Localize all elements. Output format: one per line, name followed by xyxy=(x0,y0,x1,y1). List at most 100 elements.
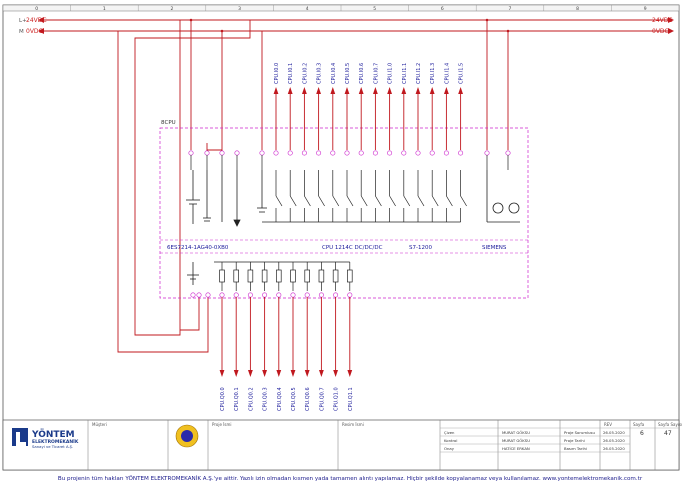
input-arrow xyxy=(302,87,307,94)
title-block-date: 26.05.2020 xyxy=(603,446,625,451)
title-block: YÖNTEM ELEKTROMEKANİK Sanayi ve Ticaret … xyxy=(2,419,682,471)
plc-order-number: 6ES7214-1AG40-0XB0 xyxy=(167,245,229,251)
output-terminal xyxy=(347,292,353,298)
input-terminal xyxy=(401,150,407,156)
output-relay-coil xyxy=(276,269,282,283)
grid-column-label: 4 xyxy=(306,6,309,12)
input-arrow xyxy=(316,87,321,94)
output-relay-coil xyxy=(304,269,310,283)
output-supply-terminal xyxy=(196,292,202,298)
input-arrow xyxy=(273,87,279,94)
grid-column-label: 9 xyxy=(644,6,647,12)
title-block-label: Çizen xyxy=(444,430,455,435)
input-arrow xyxy=(330,87,336,94)
input-contact xyxy=(275,195,283,207)
title-block-date: 26.05.2020 xyxy=(603,438,625,443)
rail-label-0vdc-right: 0VDC xyxy=(652,28,669,35)
analog-terminal xyxy=(484,150,490,156)
output-label: CPU.Q0.4 xyxy=(277,387,283,411)
grid-column-label: 8 xyxy=(576,6,579,12)
rev-column: REV xyxy=(604,422,612,427)
input-terminal xyxy=(387,150,393,156)
output-terminal xyxy=(304,292,310,298)
input-arrow xyxy=(415,87,421,94)
output-arrow xyxy=(290,370,296,377)
input-terminal xyxy=(415,150,421,156)
rail-label-24vdc-left: 24VDC xyxy=(26,17,47,24)
company-name: YÖNTEM xyxy=(31,429,75,440)
input-arrow xyxy=(373,87,378,94)
company-subtitle-2: Sanayi ve Ticaret A.Ş. xyxy=(32,444,73,449)
power-terminal xyxy=(234,150,240,156)
title-block-date: 26.05.2020 xyxy=(603,430,625,435)
output-supply-terminal xyxy=(205,292,211,298)
input-label: CPU.I1.0 xyxy=(388,63,394,84)
output-terminal xyxy=(333,292,339,298)
grid-column-label: 0 xyxy=(35,6,38,12)
grid-column-label: 7 xyxy=(509,6,512,12)
input-contact xyxy=(346,195,354,207)
input-contact xyxy=(360,195,368,207)
input-label: CPU.I0.2 xyxy=(302,63,308,84)
drawing-label: Resim İsmi xyxy=(342,422,364,427)
input-contact xyxy=(389,195,396,207)
input-contact xyxy=(318,195,325,207)
input-terminal xyxy=(358,150,364,156)
input-label: CPU.I1.2 xyxy=(416,63,422,84)
title-block-name: MURAT GÖKSU xyxy=(502,438,530,443)
input-contact xyxy=(446,195,453,207)
feed-wires xyxy=(117,20,509,353)
grid-column-label: 5 xyxy=(373,6,376,12)
output-label: CPU.Q0.7 xyxy=(319,387,325,411)
input-arrow xyxy=(458,87,463,94)
input-arrow xyxy=(429,87,435,94)
plc-internal-symbols xyxy=(186,170,520,285)
output-supply-terminal xyxy=(190,292,196,298)
title-block-name: HATİCE ERKAN xyxy=(502,446,530,451)
output-arrow xyxy=(347,370,353,377)
customer-label: Müşteri xyxy=(92,422,107,427)
supply-rails: L+ M 24VDC 0VDC 24VDC 0VDC xyxy=(19,17,674,35)
grid-column-label: 3 xyxy=(238,6,241,12)
input-terminal xyxy=(273,150,279,156)
input-label: CPU.I1.5 xyxy=(459,63,465,84)
output-label: CPU.Q1.1 xyxy=(348,387,354,411)
company-logo: YÖNTEM ELEKTROMEKANİK Sanayi ve Ticaret … xyxy=(12,428,79,449)
input-arrow xyxy=(344,87,350,94)
analog-terminal xyxy=(505,150,511,156)
input-terminal xyxy=(330,150,336,156)
title-block-role: Proje Sorumlusu xyxy=(564,430,595,435)
input-contact xyxy=(403,195,411,207)
input-arrow xyxy=(444,87,449,94)
rail-label-0vdc-left: 0VDC xyxy=(26,28,43,35)
output-relay-coil xyxy=(290,269,296,283)
input-terminal xyxy=(372,150,378,156)
output-terminal xyxy=(262,292,268,298)
title-block-label: Kontrol xyxy=(444,438,457,443)
title-block-label: Onay xyxy=(444,446,455,451)
output-arrow xyxy=(233,370,239,377)
output-terminal xyxy=(276,292,282,298)
input-label: CPU.I1.1 xyxy=(402,63,408,84)
plc-brand: SIEMENS xyxy=(482,245,507,251)
input-contact xyxy=(304,195,311,207)
output-arrow xyxy=(219,370,225,377)
output-arrow xyxy=(262,370,267,377)
output-label: CPU.Q1.0 xyxy=(334,387,340,411)
grid-column-label: 6 xyxy=(441,6,444,12)
input-label: CPU.I1.4 xyxy=(444,63,450,84)
rail-label-24vdc-right: 24VDC xyxy=(652,17,673,24)
sheet-total: 47 xyxy=(664,430,672,437)
input-label: CPU.I0.6 xyxy=(359,63,365,84)
input-label: CPU.I0.0 xyxy=(274,63,280,84)
input-terminal xyxy=(458,150,464,156)
copyright-footer: Bu projenin tüm hakları YÖNTEM ELEKTROME… xyxy=(57,476,643,482)
output-relay-coil xyxy=(261,269,268,283)
output-relay-coil xyxy=(332,269,339,283)
input-label: CPU.I1.3 xyxy=(430,63,436,84)
input-contact xyxy=(289,195,297,207)
